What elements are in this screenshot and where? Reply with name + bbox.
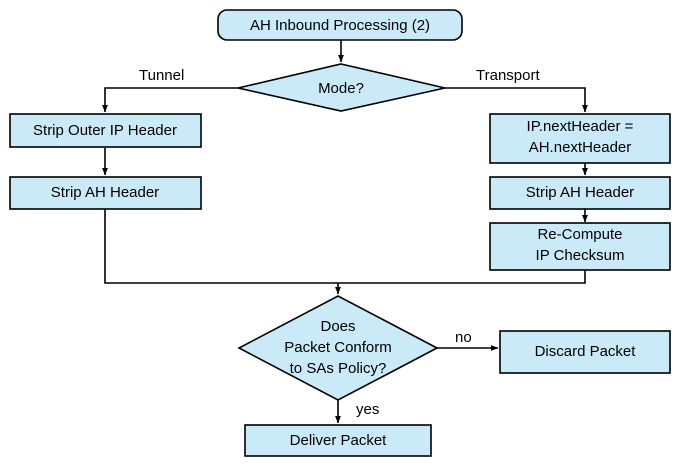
connector-mode-transport [445,87,588,113]
node-deliver-packet[interactable]: Deliver Packet [244,424,432,457]
strip-outer-ip-header-label: Strip Outer IP Header [33,122,177,139]
strip-ah-header-tunnel-label: Strip AH Header [51,184,159,201]
edge-label-no: no [455,329,472,346]
node-mode-decision[interactable]: Mode? [237,63,446,112]
start-box-shape [217,9,463,41]
node-policy-decision[interactable]: Does Packet Conform to SAs Policy? [237,295,439,401]
node-strip-ah-header-transport[interactable]: Strip AH Header [489,176,671,210]
ip-next-header-shape [489,113,671,164]
ip-next-header-line2: AH.nextHeader [529,139,632,156]
edge-label-transport: Transport [476,67,540,84]
recompute-checksum-shape [489,222,671,271]
strip-ah-header-tunnel-shape [9,176,202,210]
strip-ah-header-transport-shape [489,176,671,210]
recompute-checksum-line1: Re-Compute [537,226,622,243]
node-strip-ah-header-tunnel[interactable]: Strip AH Header [9,176,202,210]
node-strip-outer-ip-header[interactable]: Strip Outer IP Header [9,113,202,148]
discard-packet-label: Discard Packet [535,343,637,360]
connector-mode-tunnel [101,87,238,113]
strip-ah-header-transport-label: Strip AH Header [526,184,634,201]
strip-outer-ip-header-shape [9,113,202,148]
mode-label: Mode? [318,80,364,97]
edge-label-tunnel: Tunnel [139,67,184,84]
node-discard-packet[interactable]: Discard Packet [499,330,671,374]
mode-diamond-shape [237,63,446,112]
policy-decision-line3: to SAs Policy? [290,360,387,377]
deliver-packet-label: Deliver Packet [290,432,388,449]
node-recompute-checksum[interactable]: Re-Compute IP Checksum [489,222,671,271]
policy-diamond-shape [237,295,439,401]
discard-packet-shape [499,330,671,374]
policy-decision-line1: Does [320,318,355,335]
start-label: AH Inbound Processing (2) [250,17,430,34]
ip-next-header-line1: IP.nextHeader = [527,118,634,135]
edge-label-yes: yes [356,401,379,418]
node-start[interactable]: AH Inbound Processing (2) [217,9,463,41]
policy-decision-line2: Packet Conform [284,339,392,356]
recompute-checksum-line2: IP Checksum [536,247,625,264]
node-ip-next-header[interactable]: IP.nextHeader = AH.nextHeader [489,113,671,164]
connector-tunnel-merge [104,209,338,284]
deliver-packet-shape [244,424,432,457]
connector-transport-merge [338,270,586,284]
